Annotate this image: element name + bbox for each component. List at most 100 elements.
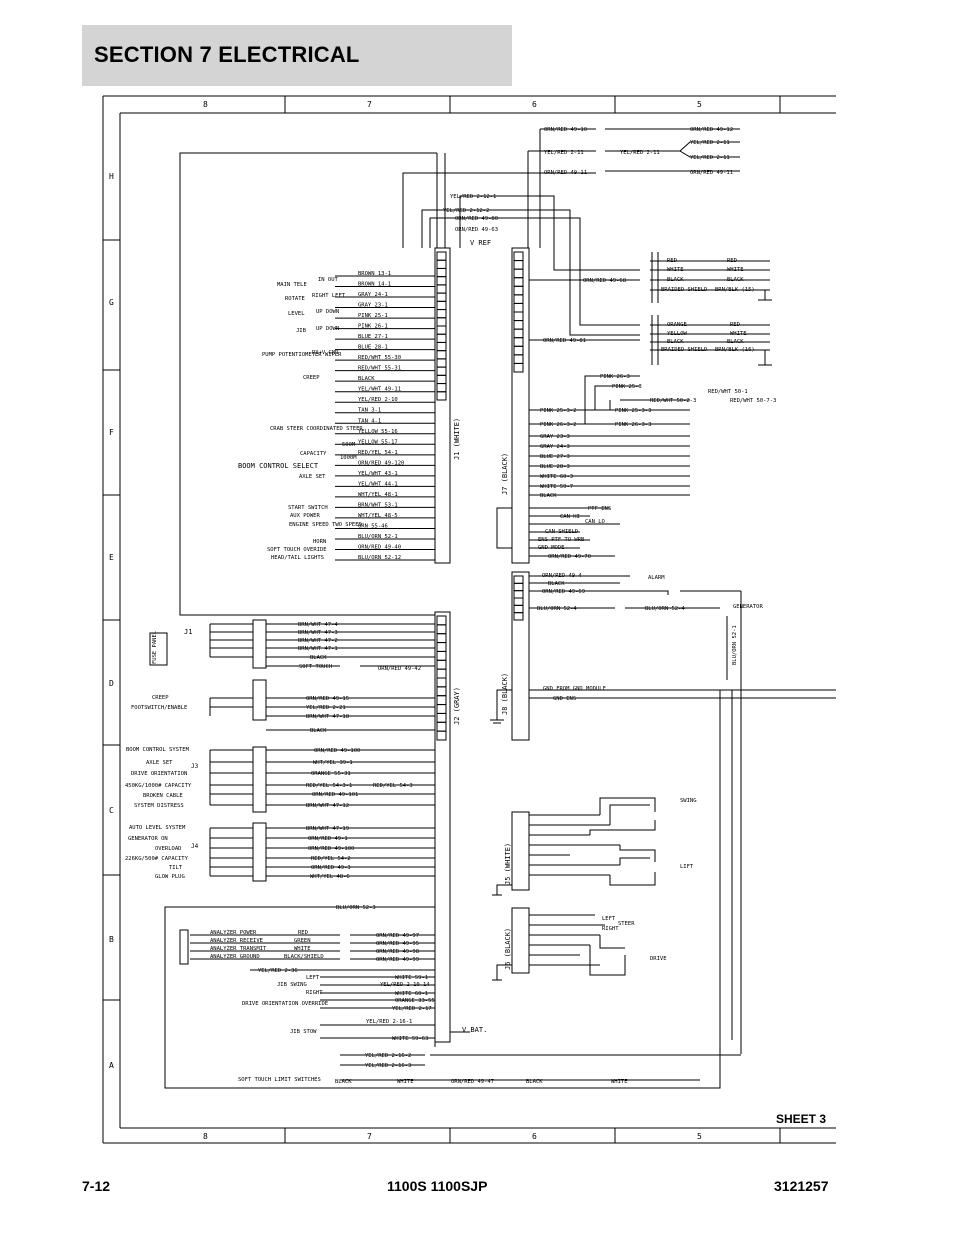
connector-pin xyxy=(436,251,447,261)
j1-wire-label: ORN 55-46 xyxy=(358,523,388,529)
wire-label: BLU/ORN 52-4 xyxy=(537,606,577,612)
wire-label: WHT/YEL 48-6 xyxy=(310,874,350,880)
wire-label: BRN/WHT 47-3 xyxy=(298,630,338,636)
sheet-label: SHEET 3 xyxy=(776,1112,827,1126)
wire-label: WHITE 59-63 xyxy=(392,1036,428,1042)
section-title: SECTION 7 ELECTRICAL xyxy=(94,42,360,67)
wire-label: PINK 25-3-2 xyxy=(540,408,576,414)
wire-label: ORN/RED 49-80 xyxy=(455,216,498,222)
wire-label: ORN/RED 49-81 xyxy=(543,338,586,344)
wire-label: YELLOW xyxy=(667,331,688,337)
connector-pin xyxy=(513,260,524,270)
swing-label: SWING xyxy=(680,798,697,804)
function-label: ENGINE SPEED TWO SPEED xyxy=(289,522,362,528)
wire-label: RED/YEL 54-2 xyxy=(311,856,351,862)
j6-label: J6 (BLACK) xyxy=(504,928,512,970)
steer-label: LEFT xyxy=(602,916,616,922)
j1-wire-label: RED/YEL 54-1 xyxy=(358,450,398,456)
j8-label: J8 (BLACK) xyxy=(501,673,509,715)
jib-swing-label: RIGHT xyxy=(306,990,323,996)
function-label: 450KG/1000# CAPACITY xyxy=(125,783,192,789)
wire-label: BLACK xyxy=(727,277,744,283)
j1-top-label: V REF xyxy=(470,239,491,247)
connector-pin xyxy=(436,668,447,679)
col-label-bottom-7: 7 xyxy=(367,1132,372,1141)
wire-label: BLACK xyxy=(540,493,557,499)
row-label-f: F xyxy=(109,428,114,437)
function-label: CRAB STEER COORDINATED STEER xyxy=(270,426,363,432)
j1-wire-label: YEL/WHT 49-11 xyxy=(358,387,401,393)
j1-wire-label: BROWN 13-1 xyxy=(358,271,391,277)
j3-label: J3 xyxy=(191,763,199,770)
connector-pin xyxy=(513,294,524,304)
j1-wire-label: RED/WHT 55-31 xyxy=(358,366,401,372)
creep-label: FOOTSWITCH/ENABLE xyxy=(131,705,187,711)
connector-pin xyxy=(513,328,524,339)
row-label-d: D xyxy=(109,679,114,688)
wire-label: PINK 26-3-2 xyxy=(540,422,576,428)
wire-label: BRAIDED SHIELD xyxy=(661,347,707,353)
wire-label: CAN LO xyxy=(585,519,605,525)
wire-label: YEL/RED 2-16-2 xyxy=(365,1053,411,1059)
wire-label: RED/YEL 54-3-1 xyxy=(306,783,352,789)
j1-wire-label: YELLOW 55-17 xyxy=(358,439,398,445)
j1-wire-label: YEL/RED 2-10 xyxy=(358,397,398,403)
section-header: SECTION 7 ELECTRICAL xyxy=(82,25,512,86)
wire-label: ORANGE xyxy=(667,322,687,328)
connector-pin xyxy=(436,300,447,311)
wire-label: BLACK xyxy=(667,277,684,283)
model-number: 1100S 1100SJP xyxy=(387,1178,488,1194)
j1-wire-label: YEL/WHT 43-1 xyxy=(358,471,398,477)
connector-pin xyxy=(513,582,524,592)
connector-pin xyxy=(436,650,447,661)
connector-pin xyxy=(513,354,524,364)
col-label-top-8: 8 xyxy=(203,100,208,109)
function-label: TILT xyxy=(169,865,183,871)
wire-label: BRN/BLK (15) xyxy=(715,287,755,293)
connector-pin xyxy=(436,721,447,732)
j1-wire-label: ORN/RED 49-40 xyxy=(358,544,401,550)
wire-label: CAN SHIELD xyxy=(545,529,578,535)
wire-label: ORN/RED 49-95 xyxy=(376,941,419,947)
j1-wire-label: BRN/WHT 53-1 xyxy=(358,502,398,508)
wire-label: ORN/RED 49-4 xyxy=(542,573,582,579)
connector-pin xyxy=(513,251,524,262)
wire-label: BRN/WHT 47-4 xyxy=(298,622,338,628)
wire-label: BLU/ORN 52-1 xyxy=(732,625,738,665)
wire-label: ORN/RED 49-63 xyxy=(455,227,498,233)
j1-wire-label: BLU/ORN 52-12 xyxy=(358,555,401,561)
wire-label: GND MODE xyxy=(538,545,565,551)
jib-swing-label: JIB SWING xyxy=(277,982,307,988)
wire-label: BRN/WHT 47-2 xyxy=(298,638,338,644)
wire-label: BLUE 27-3 xyxy=(540,454,570,460)
function-label: AUTO LEVEL SYSTEM xyxy=(129,825,186,831)
function-label: AXLE SET xyxy=(299,474,326,480)
function-label: 226KG/500# CAPACITY xyxy=(125,856,189,862)
analyzer-label: ANALYZER RECEIVE xyxy=(210,938,263,944)
wire-label: ORN/RED 49-68 xyxy=(583,278,626,284)
wire-label: YEL/RED 2-11 xyxy=(544,150,584,156)
misc-label: IN OUT xyxy=(318,277,339,283)
j1-wire-label: TAN 3-1 xyxy=(358,408,381,414)
j1-wire-label: WHT/YEL 48-5 xyxy=(358,513,398,519)
connector-pin xyxy=(436,276,447,286)
misc-label: 500M xyxy=(342,442,356,448)
misc-label: RIGHT LEFT xyxy=(312,293,346,299)
connector-pin xyxy=(436,374,447,385)
wire-label: RED xyxy=(727,258,737,264)
function-label: MAIN TELE xyxy=(277,282,307,288)
function-label: CREEP xyxy=(303,375,320,381)
j1-label: J1 (WHITE) xyxy=(453,418,461,460)
connector-pin xyxy=(513,320,524,330)
j4-label: J4 xyxy=(191,843,199,850)
connector-pin xyxy=(436,383,447,393)
drive-override-label: DRIVE ORIENTATION OVERRIDE xyxy=(242,1001,328,1007)
wire-label: ORN/RED 49-101 xyxy=(312,792,358,798)
steer-label: RIGHT xyxy=(602,926,619,932)
wire-label: BRN/WHT 47-12 xyxy=(306,803,349,809)
wire-label: BLACK xyxy=(310,728,327,734)
wire-label: BLACK xyxy=(310,655,327,661)
connector-pin xyxy=(436,259,447,269)
wire-label: RED xyxy=(667,258,677,264)
connector-pin xyxy=(436,730,447,741)
